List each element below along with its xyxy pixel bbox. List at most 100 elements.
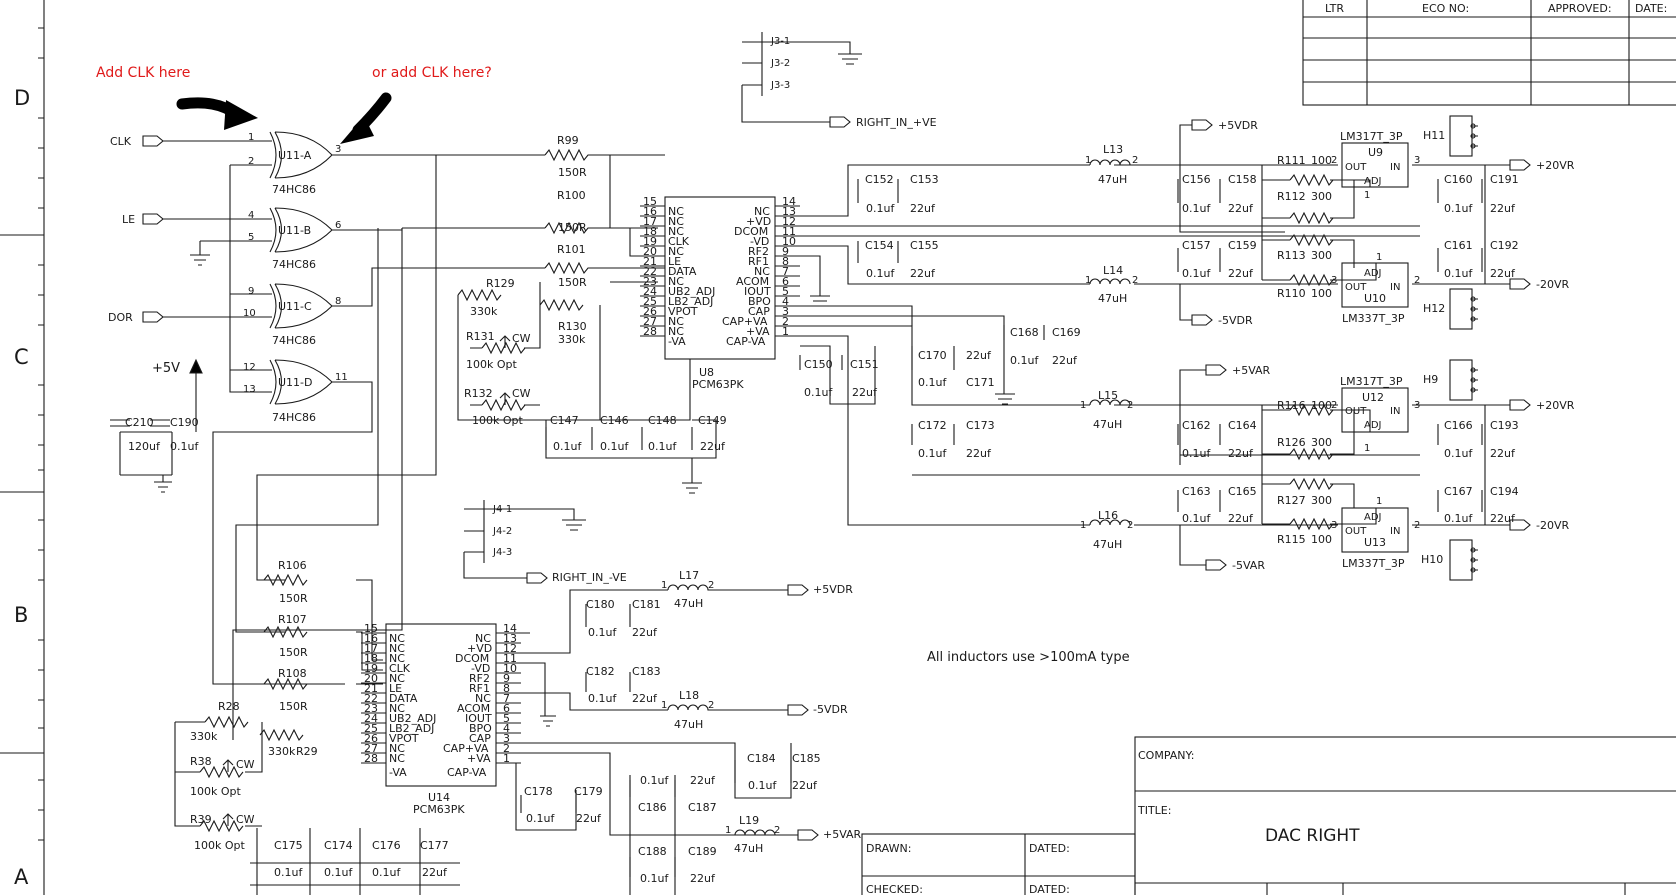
gate-u11b-pin6: 6 bbox=[335, 220, 341, 231]
cap-c156-ref: C156 bbox=[1182, 173, 1211, 186]
cap-c161-ref: C161 bbox=[1444, 239, 1473, 252]
u14-pin3: 3 bbox=[503, 732, 510, 745]
u14-name-ub2: UB2_ADJ bbox=[389, 712, 436, 725]
cap-c163-value: 0.1uf bbox=[1182, 512, 1211, 525]
cap-c153-ref: C153 bbox=[910, 173, 939, 186]
u8-pin16: 16 bbox=[643, 205, 657, 218]
res-r106-value: 150R bbox=[279, 592, 308, 605]
gate-u11d-ref: U11-D bbox=[278, 376, 313, 389]
j4-pin3: J4-3 bbox=[492, 547, 512, 558]
u8-rname-cap: CAP bbox=[748, 305, 770, 318]
u14-name-nc8: NC bbox=[389, 752, 405, 765]
cap-c166-ref: C166 bbox=[1444, 419, 1473, 432]
cap-c178-ref: C178 bbox=[524, 785, 553, 798]
reg-u9-in: IN bbox=[1390, 162, 1400, 173]
zone-label-a: A bbox=[14, 865, 29, 889]
port-p20vr-1: +20VR bbox=[1536, 159, 1575, 172]
port-clk: CLK bbox=[110, 135, 132, 148]
res-r115-value: 100 bbox=[1311, 533, 1332, 546]
u8-pin5: 5 bbox=[782, 285, 789, 298]
res-r107-value: 150R bbox=[279, 646, 308, 659]
cap-c153-value: 22uf bbox=[910, 202, 936, 215]
title-block bbox=[861, 736, 1676, 895]
ind-l15-pin2: 2 bbox=[1127, 400, 1133, 411]
res-r110-value: 100 bbox=[1311, 287, 1332, 300]
res-r113-ref: R113 bbox=[1277, 249, 1306, 262]
u8-pin9: 9 bbox=[782, 245, 789, 258]
res-r127-value: 300 bbox=[1311, 494, 1332, 507]
cap-c185-value: 22uf bbox=[792, 779, 818, 792]
reg-u10-pin-adj: 1 bbox=[1376, 252, 1382, 263]
cap-c187-ref: C187 bbox=[688, 801, 717, 814]
rev-eco-header: ECO NO: bbox=[1422, 2, 1469, 15]
u8-pin1: 1 bbox=[782, 325, 789, 338]
cap-c167-ref: C167 bbox=[1444, 485, 1473, 498]
cap-c181-ref: C181 bbox=[632, 598, 661, 611]
cap-c176-value: 0.1uf bbox=[372, 866, 401, 879]
u8-pin7: 7 bbox=[782, 265, 789, 278]
cap-c162-value: 0.1uf bbox=[1182, 447, 1211, 460]
cap-c146-ref: C146 bbox=[600, 414, 629, 427]
ind-l13-ref: L13 bbox=[1103, 143, 1123, 156]
gate-u11b-ref: U11-B bbox=[278, 224, 311, 237]
capacitor-symbols bbox=[520, 179, 1483, 877]
reg-u9-part: LM317T_3P bbox=[1340, 130, 1403, 143]
u14-pin25: 25 bbox=[364, 722, 378, 735]
res-r29-ref: R29 bbox=[296, 745, 318, 758]
cap-c170-ref: C170 bbox=[918, 349, 947, 362]
res-r107-ref: R107 bbox=[278, 613, 307, 626]
ind-l19-ref: L19 bbox=[739, 814, 759, 827]
u14-rname-vd: +VD bbox=[467, 642, 492, 655]
port-right-in-pos: RIGHT_IN_+VE bbox=[856, 116, 937, 129]
u14-name-le: LE bbox=[389, 682, 402, 695]
gate-u11b-pin5: 5 bbox=[248, 232, 254, 243]
checked-label: CHECKED: bbox=[866, 883, 923, 895]
resistor-symbols bbox=[199, 148, 1334, 833]
res-r101-ref: R101 bbox=[557, 243, 586, 256]
port-p5var: +5VAR bbox=[1232, 364, 1271, 377]
u8-name-le: LE bbox=[668, 255, 681, 268]
zone-label-b: B bbox=[14, 603, 28, 627]
cap-c152-value: 0.1uf bbox=[866, 202, 895, 215]
gate-u11b-pin4: 4 bbox=[248, 210, 254, 221]
res-r108-value: 150R bbox=[279, 700, 308, 713]
u14-pin9: 9 bbox=[503, 672, 510, 685]
res-r130-ref: R130 bbox=[558, 320, 587, 333]
res-r38-value: 100k Opt bbox=[190, 785, 242, 798]
cap-c154-value: 0.1uf bbox=[866, 267, 895, 280]
cap-c210-value: 120uf bbox=[128, 440, 161, 453]
cap-c174-value: 0.1uf bbox=[324, 866, 353, 879]
gate-u11a-pin1: 1 bbox=[248, 132, 254, 143]
reg-u9-out: OUT bbox=[1345, 162, 1367, 173]
cap-c180-value: 0.1uf bbox=[588, 626, 617, 639]
title-label: TITLE: bbox=[1137, 804, 1171, 817]
reg-u13-out: OUT bbox=[1345, 526, 1367, 537]
reg-u12-pin-adj: 1 bbox=[1364, 443, 1370, 454]
reg-u10-pin-in: 2 bbox=[1414, 275, 1420, 286]
cap-c159-value: 22uf bbox=[1228, 267, 1254, 280]
gate-u11d-part: 74HC86 bbox=[272, 411, 316, 424]
cap-c167-value: 0.1uf bbox=[1444, 512, 1473, 525]
reg-u10-adj: ADJ bbox=[1364, 268, 1382, 279]
dated-label-1: DATED: bbox=[1029, 842, 1070, 855]
u8-pin4: 4 bbox=[782, 295, 789, 308]
u14-name-va: -VA bbox=[389, 766, 407, 779]
cap-c184-value: 0.1uf bbox=[748, 779, 777, 792]
u14-name-nc3: NC bbox=[389, 652, 405, 665]
cap-c146-value: 0.1uf bbox=[600, 440, 629, 453]
u8-name-nc2: NC bbox=[668, 215, 684, 228]
res-r99-ref: R99 bbox=[557, 134, 579, 147]
gate-u11c-pin8: 8 bbox=[335, 296, 341, 307]
cap-c150-ref: C150 bbox=[804, 358, 833, 371]
u8-pin21: 21 bbox=[643, 255, 657, 268]
ic-u8-right-pins: 14 13 12 11 10 9 8 7 6 5 4 3 2 1 NC +VD … bbox=[722, 195, 796, 348]
ic-u14-left-pins: 15 16 17 18 19 20 21 22 23 24 25 26 27 2… bbox=[364, 622, 436, 779]
u8-pin3: 3 bbox=[782, 305, 789, 318]
port-symbols bbox=[142, 135, 164, 323]
cap-c157-value: 0.1uf bbox=[1182, 267, 1211, 280]
u8-pin10: 10 bbox=[782, 235, 796, 248]
u8-name-lb2: LB2_ADJ bbox=[668, 295, 713, 308]
cap-c169-ref: C169 bbox=[1052, 326, 1081, 339]
header-j4 bbox=[463, 500, 586, 584]
res-r131-ref: R131 bbox=[466, 330, 495, 343]
